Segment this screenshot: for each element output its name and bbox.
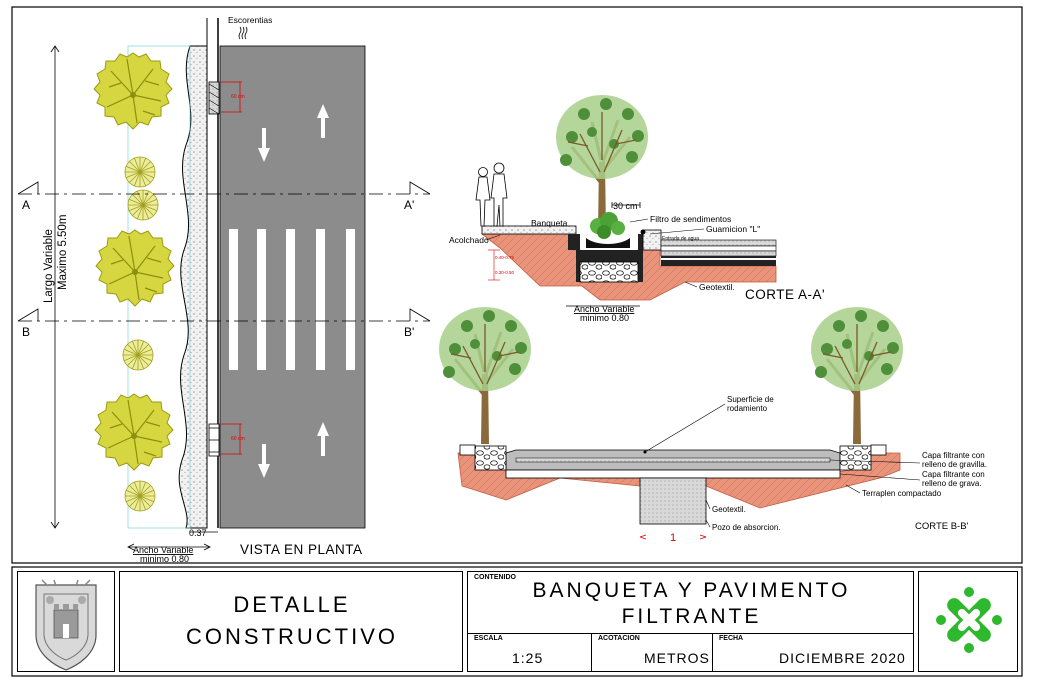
content-cell: CONTENIDO BANQUETA Y PAVIMENTO FILTRANTE… [467, 571, 914, 672]
logo-cell-right [918, 571, 1018, 672]
aa-depth-1: 0.40-0.75 [495, 255, 515, 260]
length-label-1: Largo Variable [43, 229, 55, 303]
aa-width-label-1: Ancho Variable [574, 304, 634, 314]
section-bb-tree-left [437, 305, 533, 446]
aa-geotextile-label: Geotextil. [699, 282, 735, 292]
aa-padding-label: Acolchado [449, 235, 489, 245]
date-label: FECHA [719, 635, 744, 642]
bb-compacted-label: Terraplen compactado [862, 489, 942, 498]
crosswalk-stripes [229, 229, 355, 370]
content-label: CONTENIDO [474, 574, 516, 581]
sheet-border-top [11, 6, 1023, 564]
units-value: METROS [644, 650, 710, 666]
bb-dim-1: 1 [670, 532, 676, 544]
bb-well-label: Pozo de absorcion. [712, 523, 781, 532]
section-aa: 30 cm Filtro de sendimentos Banqueta Gua… [449, 93, 825, 323]
sidewalk-gravel-strip [178, 45, 208, 529]
content-title-line-1: BANQUETA Y PAVIMENTO [532, 579, 851, 602]
aa-sidewalk-label: Banqueta [531, 218, 568, 228]
plan-view: 60 cm 60 cm Escorentias Largo Variable M… [17, 15, 431, 564]
plan-palm [124, 480, 156, 512]
plan-dim-037: 0.37 [189, 528, 207, 538]
aa-title: CORTE A-A' [745, 287, 825, 302]
aa-width-label-2: minimo 0.80 [580, 313, 629, 323]
scale-cell: ESCALA 1:25 [468, 633, 592, 672]
runoff-icon [238, 26, 248, 40]
date-cell: FECHA DICIEMBRE 2020 [713, 633, 914, 672]
sheet-border-bottom [11, 566, 1023, 677]
section-marker-b-left: B [22, 325, 30, 339]
section-marker-a-right: A' [404, 198, 414, 212]
logo-cell-left [17, 571, 115, 672]
bb-surface-label-2: rodamiento [727, 404, 768, 413]
date-value: DICIEMBRE 2020 [779, 650, 906, 666]
bb-layer2-label-1: Capa filtrante con [922, 470, 985, 479]
plan-width-label-1: Ancho Variable [133, 545, 193, 555]
section-marker-a-left: A [22, 198, 30, 212]
section-marker-b-right: B' [404, 325, 414, 339]
plan-tree [94, 393, 174, 471]
length-label-2: Maximo 5.50m [57, 215, 69, 290]
detail-title-cell: DETALLE CONSTRUCTIVO [119, 571, 463, 672]
bb-layer1-label-1: Capa filtrante con [922, 451, 985, 460]
plan-tree [95, 229, 175, 307]
pedestrians-figure [475, 162, 508, 227]
plan-dim-60-top: 60 cm [231, 94, 245, 100]
plan-width-label-2: minimo 0.80 [140, 554, 189, 564]
detail-title-line-2: CONSTRUCTIVO [186, 624, 398, 649]
content-title-line-2: FILTRANTE [621, 605, 762, 628]
aa-filter-label: Filtro de sendimentos [650, 214, 731, 224]
units-cell: ACOTACION METROS [592, 633, 713, 672]
plan-palm [124, 156, 156, 188]
scale-value: 1:25 [512, 650, 544, 666]
plan-palm [127, 189, 159, 221]
section-aa-shrub [590, 212, 625, 239]
section-aa-tree [554, 93, 650, 234]
aa-curb-label: Guarnicion "L" [706, 224, 760, 234]
bb-layer1-label-2: relleno de gravilla. [922, 460, 987, 469]
bb-geotextile-label: Geotextil. [712, 505, 746, 514]
aa-depth-2: 0.30-0.50 [495, 270, 515, 275]
plan-dim-60-bottom: 60 cm [231, 436, 245, 442]
scale-label: ESCALA [474, 635, 503, 642]
bb-layer2-label-2: relleno de grava. [922, 479, 982, 488]
detail-title-line-1: DETALLE [233, 592, 351, 617]
plan-view-title: VISTA EN PLANTA [240, 542, 363, 557]
aa-water-inlet-label: Entrada de agua [662, 236, 699, 242]
aa-dim-30: 30 cm [613, 201, 638, 211]
units-label: ACOTACION [598, 635, 640, 642]
section-bb: Superficie de rodamiento Capa filtrante … [437, 305, 987, 544]
bb-title: CORTE B-B' [915, 521, 969, 532]
bb-surface-label-1: Superficie de [727, 395, 774, 404]
runoff-label: Escorentias [228, 15, 272, 25]
plan-palm [122, 339, 154, 371]
plan-tree [93, 52, 173, 130]
section-bb-tree-right [809, 305, 905, 446]
